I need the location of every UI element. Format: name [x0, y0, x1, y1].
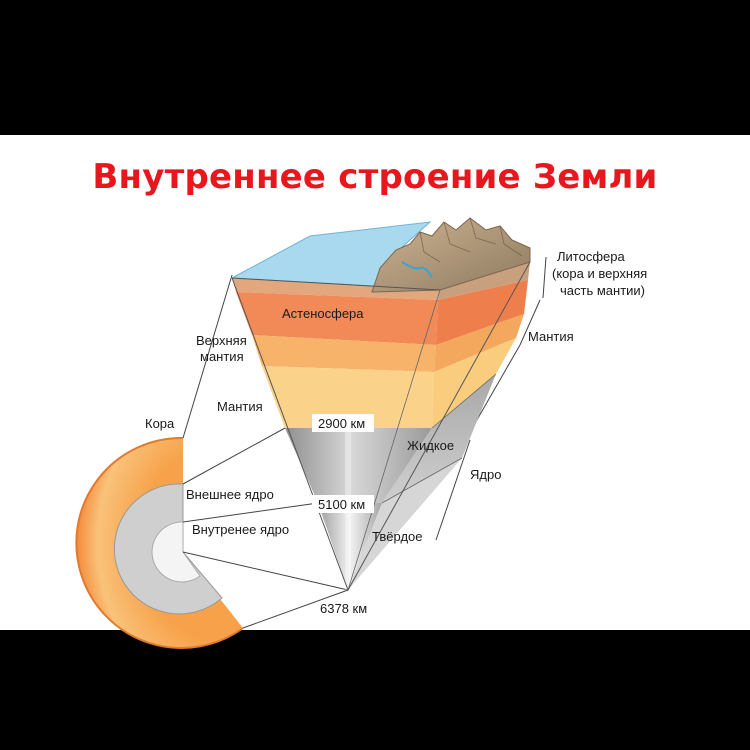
- inner-core-band: [318, 503, 382, 590]
- leader-core-top: [182, 427, 286, 485]
- label-solid: Твёрдое: [372, 529, 422, 544]
- side-inner-core: [348, 458, 462, 590]
- label-upper-mantle-1: Верхняя: [196, 333, 247, 348]
- label-liquid: Жидкое: [407, 438, 454, 453]
- label-lithosphere-3: часть мантии): [560, 283, 645, 298]
- label-depth-6378: 6378 км: [320, 601, 367, 616]
- mantle-band: [262, 366, 434, 428]
- side-upper-mantle: [434, 314, 524, 372]
- surface-top: [230, 217, 531, 293]
- label-lithosphere-2: (кора и верхняя: [552, 266, 647, 281]
- leader-bottom: [242, 589, 349, 629]
- globe-cross-section: [75, 436, 244, 649]
- globe-inner-core: [151, 521, 201, 583]
- river: [401, 261, 433, 279]
- side-mantle: [432, 338, 516, 428]
- label-inner-core: Внутренее ядро: [192, 522, 289, 537]
- label-depth-5100: 5100 км: [318, 497, 365, 512]
- depth-2900-box: [312, 414, 374, 432]
- asthenosphere-band: [236, 292, 438, 345]
- upper-mantle-band: [252, 335, 436, 372]
- wedge-outline: [231, 261, 531, 592]
- label-crust: Кора: [145, 416, 175, 431]
- leader-center: [182, 551, 349, 591]
- diagram-title: Внутреннее строение Земли: [92, 157, 658, 197]
- depth-5100-box: [312, 495, 374, 513]
- globe-crust-line: [75, 436, 244, 649]
- label-outer-core: Внешнее ядро: [186, 487, 274, 502]
- mountain-range: [371, 217, 531, 293]
- side-asthenosphere: [436, 280, 528, 345]
- leader-lines: [182, 256, 547, 629]
- label-mantle-left: Мантия: [217, 399, 263, 414]
- leader-mantle-r1: [519, 299, 541, 346]
- leader-crust-top: [182, 274, 233, 439]
- label-depth-2900: 2900 км: [318, 416, 365, 431]
- leader-core-r: [435, 439, 471, 541]
- wedge-front-face: [232, 278, 440, 590]
- outer-core-band: [285, 428, 432, 503]
- label-lithosphere-1: Литосфера: [557, 249, 625, 264]
- side-outer-core: [382, 374, 496, 503]
- crust-band-left: [232, 278, 440, 300]
- label-mantle-right: Мантия: [528, 329, 574, 344]
- label-upper-mantle-2: мантия: [200, 349, 244, 364]
- leader-inner-core: [182, 502, 319, 523]
- wedge-side-face: [347, 262, 530, 591]
- label-asthenosphere: Астеносфера: [282, 306, 364, 321]
- labels: Литосфера (кора и верхняя часть мантии) …: [145, 249, 647, 616]
- side-crust: [438, 262, 530, 300]
- leader-litho: [542, 256, 547, 299]
- label-core: Ядро: [470, 467, 501, 482]
